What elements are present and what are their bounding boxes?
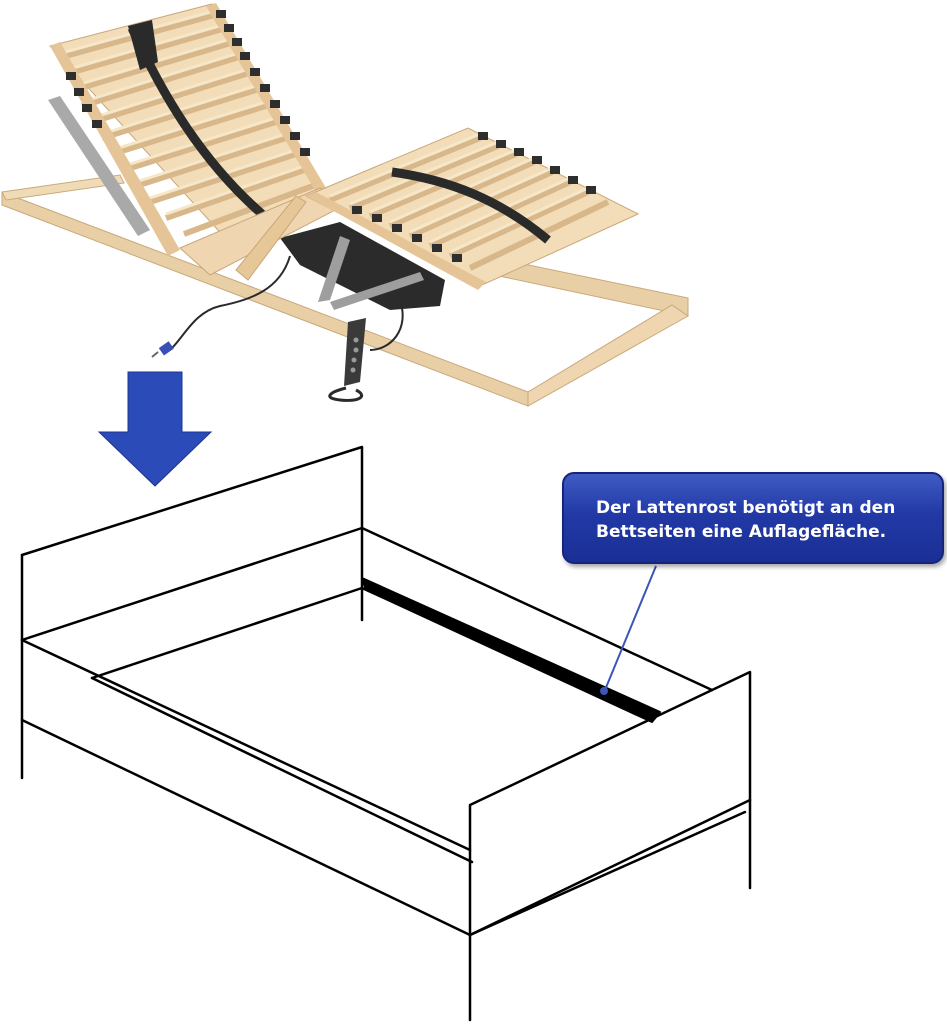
frame-foot-rail (527, 304, 689, 407)
remote-cable (369, 299, 404, 351)
callout-pointer (604, 565, 657, 691)
lift-arm-right (330, 272, 424, 310)
power-plug (151, 341, 174, 358)
slatted-frame-illustration (1, 3, 689, 407)
bed-line-drawing (20, 445, 752, 1022)
power-cable (171, 255, 291, 349)
middle-crossbar (235, 195, 307, 281)
headboard (20, 445, 364, 622)
motor-housing (280, 222, 445, 310)
info-callout: Der Lattenrost benötigt an den Bettseite… (562, 472, 944, 564)
remote-control (328, 318, 366, 402)
lift-arm-center (318, 236, 350, 302)
footboard (468, 670, 752, 937)
head-section (49, 3, 326, 256)
down-arrow-icon (97, 371, 213, 487)
callout-line-2: Bettseiten eine Auflagefläche. (596, 522, 887, 542)
leg-section (304, 127, 640, 290)
frame-back-rail (1, 174, 125, 201)
callout-line-1: Der Lattenrost benötigt an den (596, 498, 896, 518)
leg-strap (391, 167, 551, 244)
callout-pointer-dot (600, 687, 608, 695)
lift-arm-left (48, 96, 150, 236)
